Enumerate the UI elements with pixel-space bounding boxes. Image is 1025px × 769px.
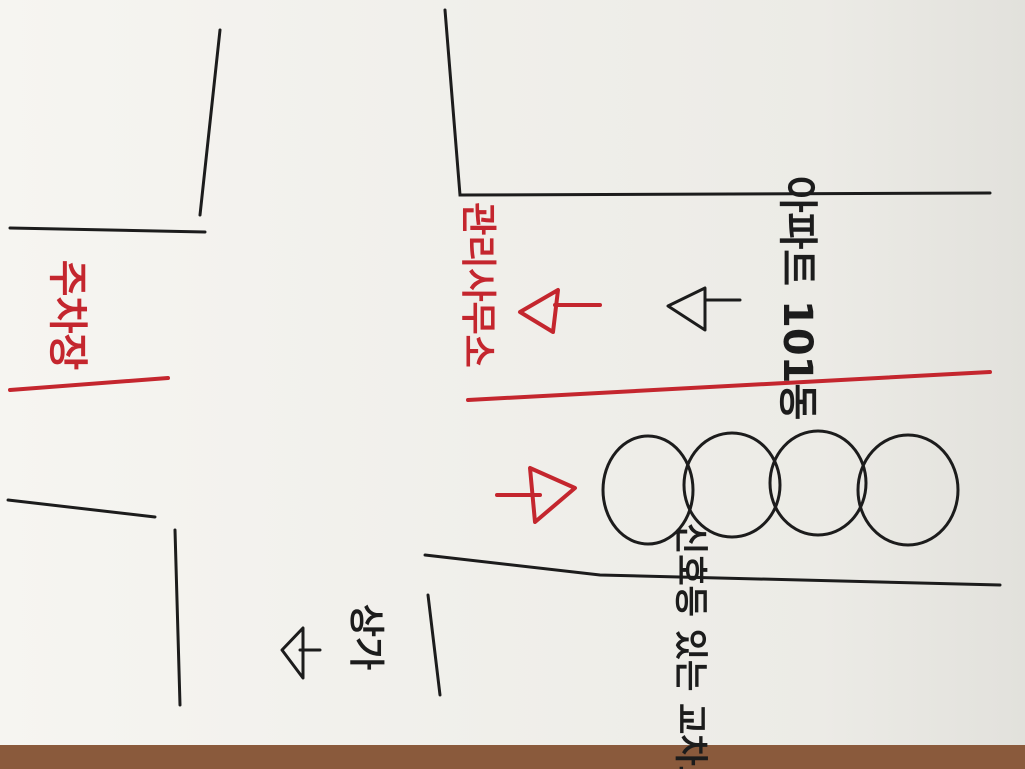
apartment-label: 아파트 101동 (774, 175, 820, 421)
black-arrows (280, 286, 742, 680)
road-line (173, 528, 182, 707)
arrow-icon (518, 288, 560, 334)
trees (601, 429, 960, 547)
management-office-label: 관리사무소 (457, 202, 498, 368)
road-line (443, 8, 992, 197)
signal-intersection-label: 신호등 있는 교차로 (670, 523, 710, 769)
road-line (423, 553, 1002, 587)
circle-icon (856, 433, 960, 547)
table-edge (0, 745, 1025, 769)
arrow-icon (528, 466, 577, 524)
road-line (198, 28, 222, 217)
store-label: 상가 (345, 603, 386, 671)
road-lines (6, 8, 1002, 707)
paper-shading (0, 0, 1025, 745)
road-line (6, 498, 157, 519)
red-line (466, 370, 992, 402)
circle-icon (682, 431, 782, 539)
red-lines (8, 370, 992, 402)
red-arrows (495, 288, 602, 524)
circle-icon (768, 429, 868, 537)
arrow-icon (666, 286, 707, 332)
circle-icon (601, 434, 695, 546)
arrow-icon (280, 626, 305, 680)
road-line (8, 226, 207, 234)
parking-label: 주차장 (44, 259, 90, 371)
red-line (8, 376, 170, 392)
road-line (426, 593, 442, 697)
